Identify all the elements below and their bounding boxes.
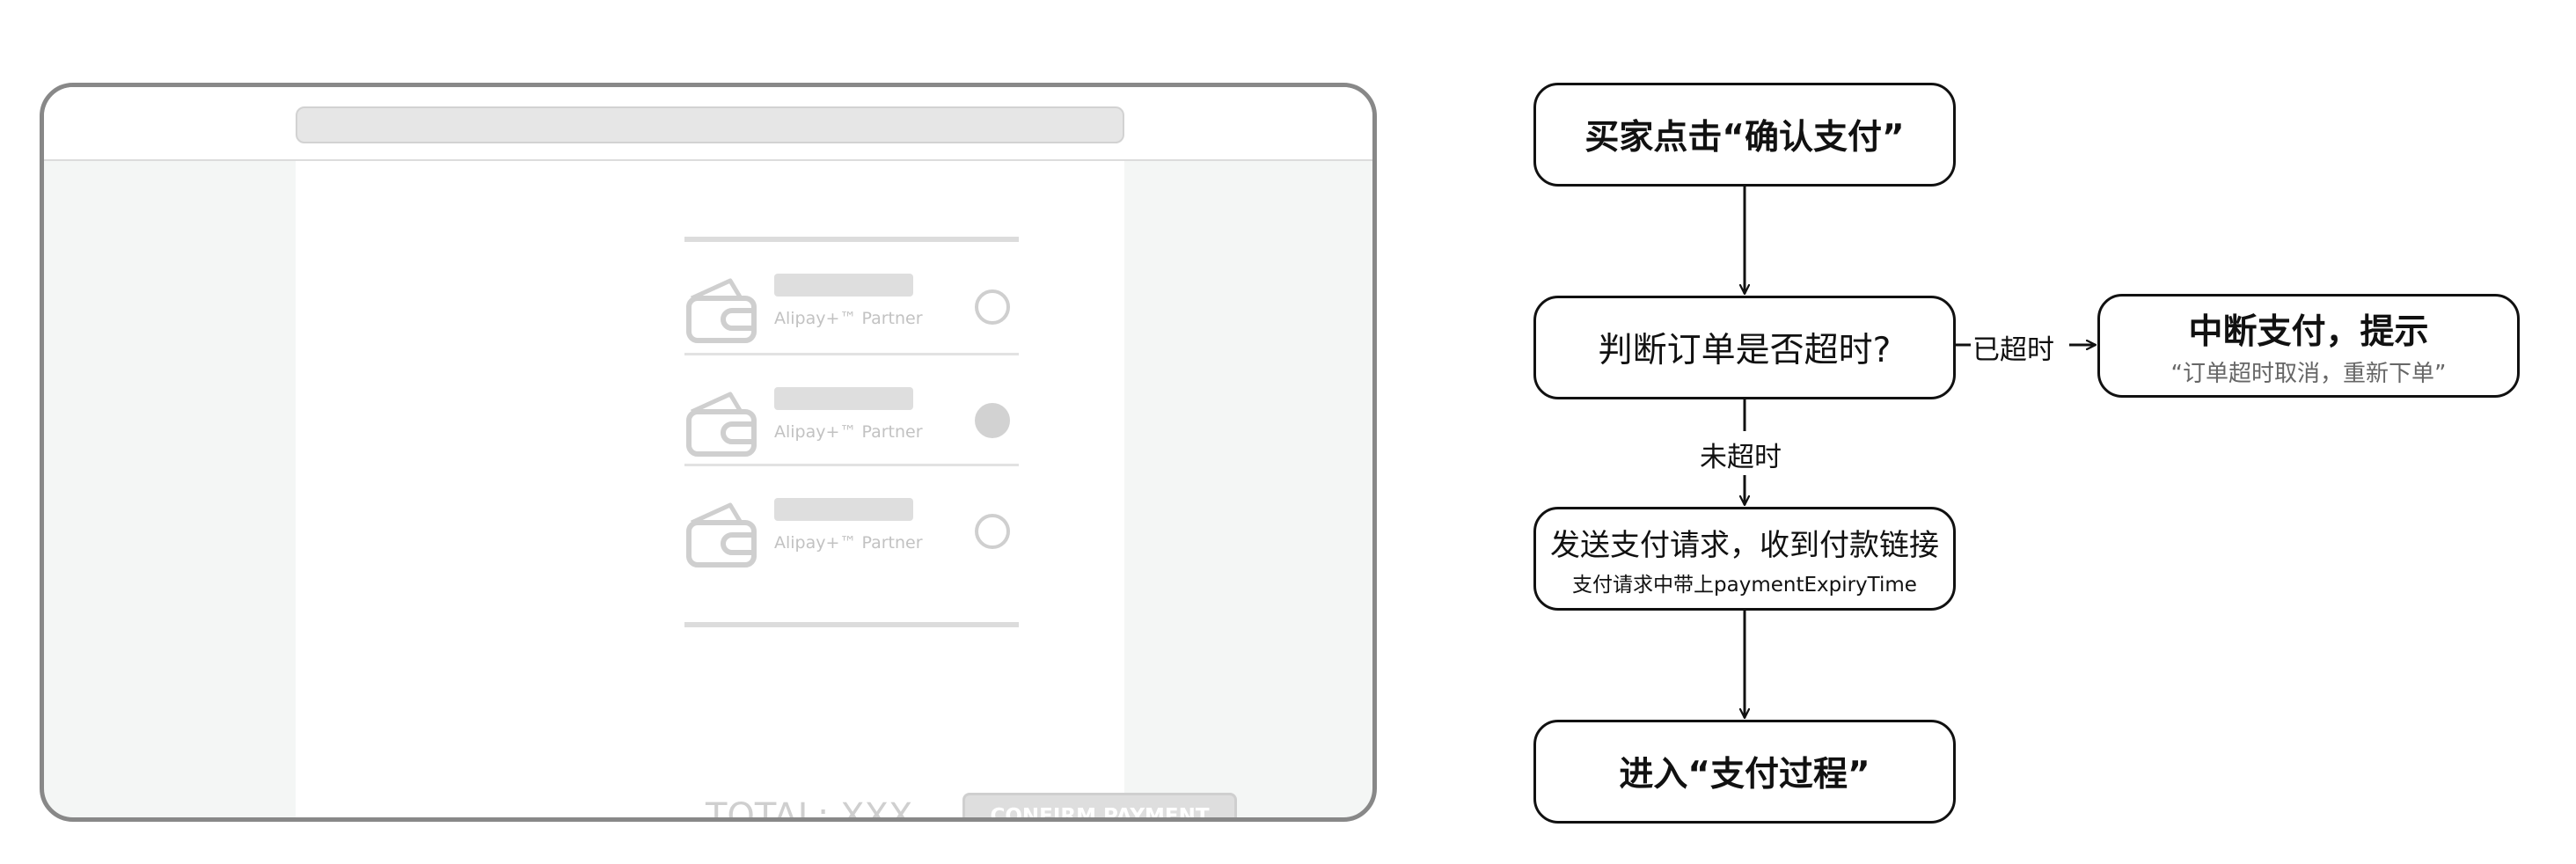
wallet-icon	[686, 278, 757, 343]
payment-method-row[interactable]: Alipay+™ Partner	[684, 242, 1019, 353]
wallet-icon	[686, 392, 757, 457]
flow-node-abort-subtitle: “订单超时取消，重新下单”	[2170, 360, 2447, 387]
flow-node-start: 买家点击“确认支付”	[1533, 83, 1956, 187]
payment-method-name-placeholder	[774, 498, 913, 521]
payment-method-row[interactable]: Alipay+™ Partner	[684, 353, 1019, 464]
partner-label: Alipay+™ Partner	[774, 422, 923, 442]
flow-node-enter: 进入“支付过程”	[1533, 720, 1956, 824]
flow-node-request-subtitle: 支付请求中带上paymentExpiryTime	[1572, 573, 1917, 597]
browser-top-bar	[44, 87, 1372, 161]
confirm-payment-button[interactable]: CONFIRM PAYMENT	[962, 793, 1237, 817]
payment-method-name-placeholder	[774, 387, 913, 410]
flow-node-request: 发送支付请求，收到付款链接 支付请求中带上paymentExpiryTime	[1533, 507, 1956, 611]
payment-method-name-placeholder	[774, 274, 913, 297]
flow-node-check-label: 判断订单是否超时?	[1598, 331, 1892, 370]
radio-button-selected[interactable]	[975, 403, 1010, 438]
list-bottom-rule	[684, 622, 1019, 627]
radio-button[interactable]	[975, 514, 1010, 549]
address-bar[interactable]	[296, 106, 1124, 143]
flow-node-enter-label: 进入“支付过程”	[1619, 755, 1870, 794]
flow-node-check: 判断订单是否超时?	[1533, 296, 1956, 399]
payment-method-row[interactable]: Alipay+™ Partner	[684, 464, 1019, 575]
edge-label-timed-out: 已超时	[1972, 327, 2054, 367]
payment-page-mockup: Alipay+™ Partner Alipay+™ Partner Alipay…	[40, 83, 1377, 822]
partner-label: Alipay+™ Partner	[774, 533, 923, 553]
flow-node-request-title: 发送支付请求，收到付款链接	[1550, 527, 1939, 563]
wallet-icon	[686, 502, 757, 567]
edge-label-not-timed-out: 未超时	[1700, 435, 1782, 474]
partner-label: Alipay+™ Partner	[774, 309, 923, 328]
flow-node-abort-title: 中断支付，提示	[2188, 311, 2429, 352]
flow-node-abort: 中断支付，提示 “订单超时取消，重新下单”	[2097, 294, 2520, 398]
radio-button[interactable]	[975, 289, 1010, 325]
total-amount-label: TOTAL: XXX	[706, 796, 913, 822]
list-top-rule	[684, 237, 1019, 242]
payment-content-area: Alipay+™ Partner Alipay+™ Partner Alipay…	[296, 161, 1237, 822]
flow-node-start-label: 买家点击“确认支付”	[1584, 118, 1905, 157]
